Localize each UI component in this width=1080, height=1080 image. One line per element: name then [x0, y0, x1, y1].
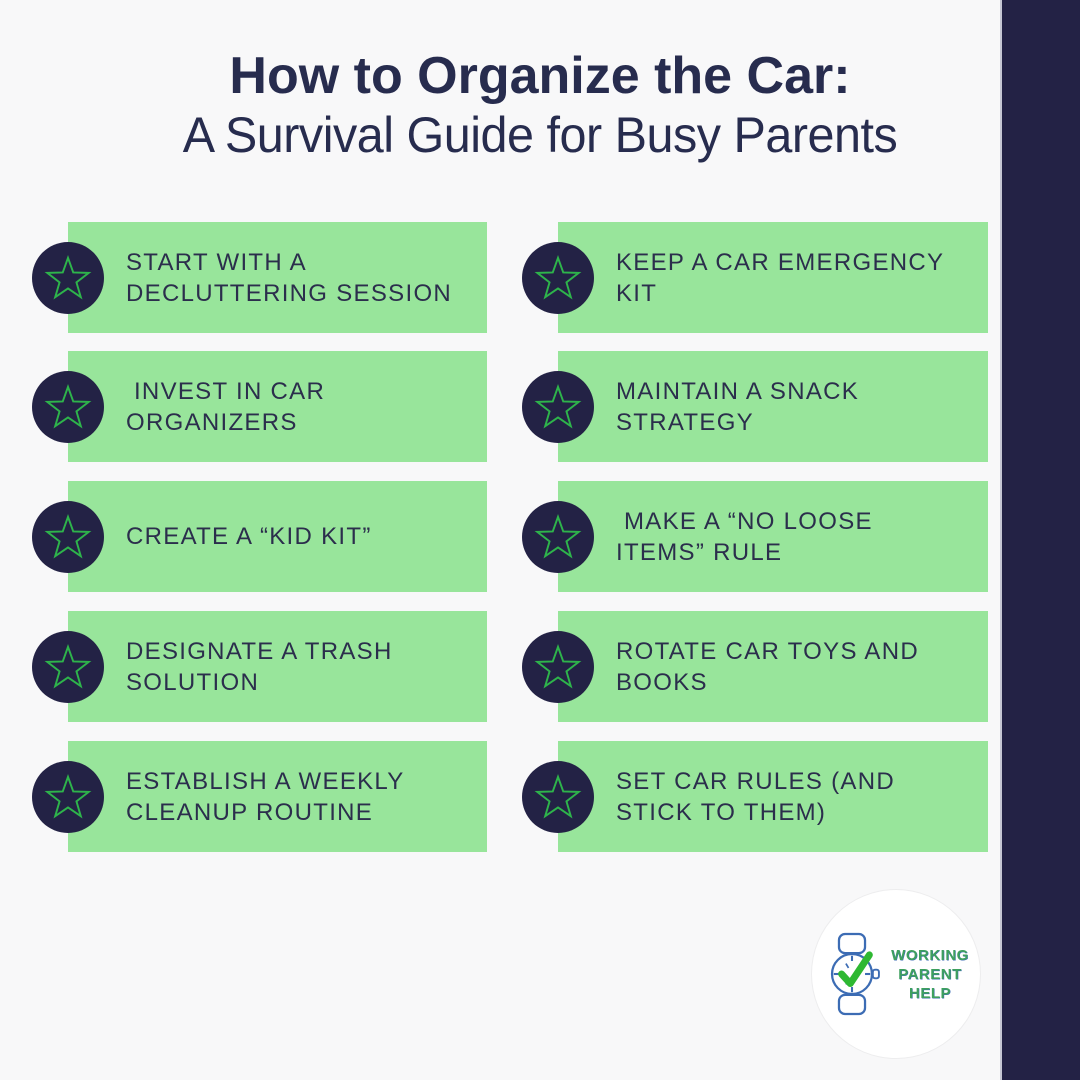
tip-card: ESTABLISH A WEEKLY CLEANUP ROUTINE: [32, 741, 487, 852]
tip-label: ESTABLISH A WEEKLY CLEANUP ROUTINE: [126, 767, 405, 826]
star-badge: [32, 760, 104, 833]
tip-card: ROTATE CAR TOYS AND BOOKS: [522, 611, 988, 722]
tip-label: CREATE A “KID KIT”: [126, 523, 372, 550]
tip-label: KEEP A CAR EMERGENCY KIT: [616, 248, 945, 307]
star-icon: [44, 513, 92, 559]
logo-word-help: HELP: [908, 984, 951, 1002]
star-badge: [522, 370, 594, 443]
tip-card: SET CAR RULES (AND STICK TO THEM): [522, 741, 988, 852]
tip-label: DESIGNATE A TRASH SOLUTION: [126, 637, 393, 696]
star-icon: [534, 513, 582, 559]
logo-working-parent-help: WORKING PARENT HELP: [812, 890, 980, 1058]
tip-card: CREATE A “KID KIT”: [32, 481, 487, 592]
tip-card: KEEP A CAR EMERGENCY KIT: [522, 222, 988, 333]
logo-word-parent: PARENT: [898, 965, 962, 983]
star-badge: [32, 630, 104, 703]
star-badge: [32, 500, 104, 573]
title-line-2: A Survival Guide for Busy Parents: [182, 107, 898, 163]
tip-label: MAINTAIN A SNACK STRATEGY: [616, 377, 860, 436]
star-icon: [44, 383, 92, 429]
watch-icon: [831, 932, 881, 1016]
tip-label: INVEST IN CAR ORGANIZERS: [126, 377, 326, 436]
right-accent-band: [1000, 0, 1080, 1080]
star-badge: [522, 630, 594, 703]
tip-card: MAINTAIN A SNACK STRATEGY: [522, 351, 988, 462]
star-badge: [32, 370, 104, 443]
tip-label: START WITH A DECLUTTERING SESSION: [126, 248, 453, 307]
tip-card: DESIGNATE A TRASH SOLUTION: [32, 611, 487, 722]
page-title: How to Organize the Car: A Survival Guid…: [0, 46, 1080, 164]
title-line-1: How to Organize the Car:: [229, 47, 851, 105]
star-badge: [32, 241, 104, 314]
tip-card: START WITH A DECLUTTERING SESSION: [32, 222, 487, 333]
tip-label: SET CAR RULES (AND STICK TO THEM): [616, 767, 896, 826]
logo-wordmark: WORKING PARENT HELP: [891, 946, 969, 1003]
star-badge: [522, 760, 594, 833]
star-icon: [534, 643, 582, 689]
star-icon: [44, 773, 92, 819]
logo-word-working: WORKING: [891, 946, 969, 964]
tip-card: MAKE A “NO LOOSE ITEMS” RULE: [522, 481, 988, 592]
tip-card: INVEST IN CAR ORGANIZERS: [32, 351, 487, 462]
star-badge: [522, 500, 594, 573]
star-icon: [534, 254, 582, 300]
star-icon: [44, 643, 92, 689]
tip-label: ROTATE CAR TOYS AND BOOKS: [616, 637, 919, 696]
star-icon: [534, 773, 582, 819]
star-icon: [44, 254, 92, 300]
tip-label: MAKE A “NO LOOSE ITEMS” RULE: [616, 507, 873, 566]
star-badge: [522, 241, 594, 314]
star-icon: [534, 383, 582, 429]
